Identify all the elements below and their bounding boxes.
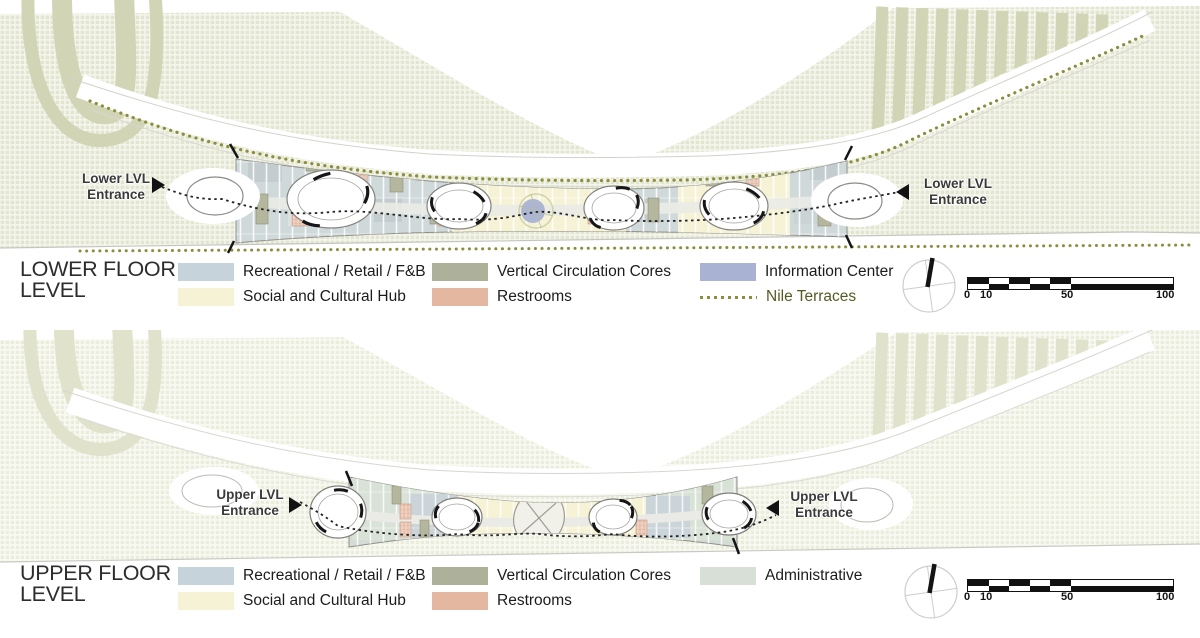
- north-compass-icon: [902, 257, 956, 313]
- entrance-label-lower-right: Lower LVL Entrance: [923, 176, 992, 207]
- swatch-restrooms: [432, 592, 488, 610]
- legend-item-circulation-cores: Vertical Circulation Cores: [432, 567, 671, 585]
- legend-item-recreational: Recreational / Retail / F&B: [178, 567, 426, 585]
- swatch-social-hub: [178, 592, 234, 610]
- entrance-arrow-right-icon: [289, 497, 302, 513]
- upper-floor-plan-drawing: [0, 330, 1200, 565]
- nile-terraces-dotted-line-lower: [78, 243, 1197, 253]
- swatch-social-hub: [178, 288, 234, 306]
- legend-item-circulation-cores: Vertical Circulation Cores: [432, 263, 671, 281]
- swatch-recreational: [178, 263, 234, 281]
- entrance-label-upper-right: Upper LVL Entrance: [790, 489, 858, 520]
- lower-floor-title: LOWER FLOOR LEVEL: [20, 257, 176, 302]
- legend-item-information-center: Information Center: [700, 263, 893, 281]
- legend-item-social-hub: Social and Cultural Hub: [178, 592, 406, 610]
- legend-item-restrooms: Restrooms: [432, 288, 572, 306]
- circulation-dotted-path: [161, 186, 905, 222]
- legend-item-social-hub: Social and Cultural Hub: [178, 288, 406, 306]
- skylight-opening: [513, 489, 565, 547]
- entrance-label-upper-left: Upper LVL Entrance: [216, 487, 284, 518]
- entrance-label-lower-left: Lower LVL Entrance: [81, 171, 150, 202]
- swatch-circulation-cores: [432, 567, 488, 585]
- legend-item-restrooms: Restrooms: [432, 592, 572, 610]
- landscape-loop: [21, 0, 164, 148]
- swatch-recreational: [178, 567, 234, 585]
- entrance-arrow-left-icon: [766, 500, 779, 516]
- scale-bar: 0 10 50 100: [964, 579, 1174, 605]
- atria-ellipses: [309, 485, 757, 539]
- swatch-administrative: [700, 567, 756, 585]
- nile-terraces-dotted-key: [700, 295, 757, 299]
- swatch-information-center: [700, 263, 756, 281]
- entrance-arrow-left-icon: [896, 184, 909, 200]
- legend-item-nile-terraces: Nile Terraces: [700, 288, 856, 306]
- swatch-restrooms: [432, 288, 488, 306]
- information-center-symbol: [518, 193, 554, 229]
- upper-floor-title: UPPER FLOOR LEVEL: [20, 561, 171, 606]
- lower-floor-plan-drawing: [0, 0, 1200, 256]
- legend-item-recreational: Recreational / Retail / F&B: [178, 263, 426, 281]
- circulation-dotted-path: [299, 501, 777, 538]
- legend-item-administrative: Administrative: [700, 567, 862, 585]
- swatch-circulation-cores: [432, 263, 488, 281]
- entrance-arrow-right-icon: [152, 177, 165, 193]
- nile-terraces-dotted-line: [88, 32, 1149, 183]
- north-compass-icon: [904, 563, 958, 619]
- scale-bar: 0 10 50 100: [964, 277, 1174, 303]
